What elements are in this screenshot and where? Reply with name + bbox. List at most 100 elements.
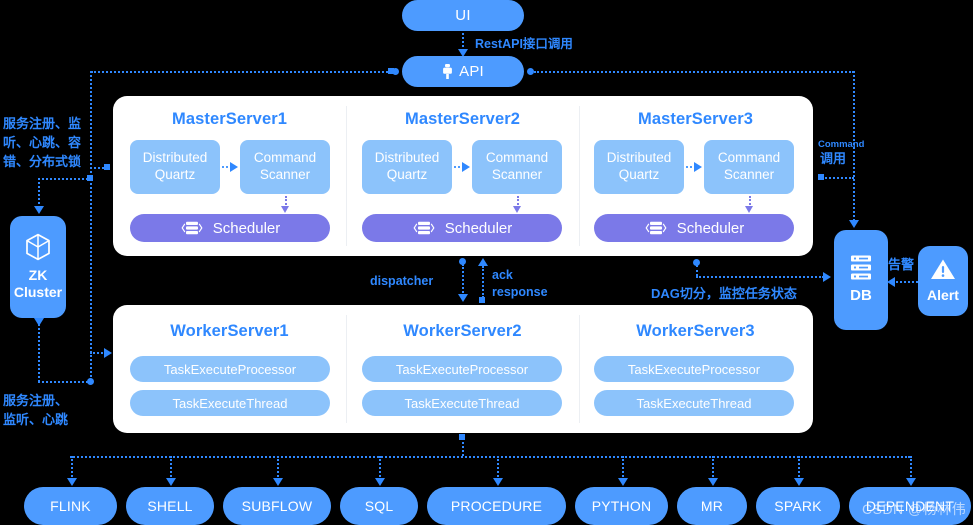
- task-type-sql[interactable]: SQL: [340, 487, 418, 525]
- task-drop-line-dependent: [910, 456, 912, 480]
- ack-line: [482, 266, 484, 298]
- command-en-label: Command: [818, 139, 865, 150]
- alert-node[interactable]: Alert: [918, 246, 968, 316]
- zk-bus-vertical: [90, 71, 92, 381]
- zk-to-worker-arrow: [104, 348, 112, 358]
- alert-to-db-line: [893, 281, 918, 283]
- ack-end-square: [479, 297, 485, 303]
- worker-3-task-execute-thread[interactable]: TaskExecuteThread: [594, 390, 794, 416]
- task-type-mr[interactable]: MR: [677, 487, 747, 525]
- task-drop-arrow-python: [617, 478, 628, 486]
- task-drop-line-sql: [379, 456, 381, 480]
- response-label: response: [492, 285, 548, 299]
- api-left-bus: [91, 71, 391, 73]
- master-server-2-title: MasterServer2: [404, 110, 521, 128]
- dag-start-dot: [693, 259, 700, 266]
- alert-label: Alert: [927, 286, 959, 303]
- command-branch-endpoint: [818, 174, 824, 180]
- api-node[interactable]: API: [402, 56, 524, 87]
- zk-in-branch-h: [38, 178, 92, 180]
- task-drop-line-spark: [798, 456, 800, 480]
- task-drop-line-subflow: [277, 456, 279, 480]
- task-drop-arrow-mr: [708, 478, 718, 486]
- server-stack-icon: [412, 221, 436, 235]
- master-2-command-scanner[interactable]: Command Scanner: [472, 140, 562, 194]
- cube-icon: [25, 233, 51, 261]
- master-3-scheduler[interactable]: Scheduler: [594, 214, 794, 242]
- task-drop-line-procedure: [496, 456, 499, 480]
- zk-note-bottom: 服务注册、 监听、心跳: [3, 393, 69, 427]
- api-to-db-vertical: [853, 71, 855, 221]
- ack-label: ack: [492, 268, 513, 282]
- restapi-label: RestAPI接口调用: [475, 37, 573, 51]
- worker-2-task-execute-thread[interactable]: TaskExecuteThread: [362, 390, 562, 416]
- dag-h: [696, 276, 824, 278]
- task-drop-arrow-sql: [375, 478, 385, 486]
- api-to-db-arrow: [849, 220, 859, 228]
- master-server-1-title: MasterServer1: [171, 110, 288, 128]
- task-drop-arrow-dependent: [906, 478, 916, 486]
- master-1-scheduler[interactable]: Scheduler: [130, 214, 330, 242]
- master-3-quartz-to-scanner-line: [686, 166, 696, 168]
- task-bus-horizontal: [70, 456, 910, 458]
- master-3-scheduler-label: Scheduler: [676, 219, 745, 237]
- task-type-shell[interactable]: SHELL: [126, 487, 214, 525]
- worker-1-task-execute-processor[interactable]: TaskExecuteProcessor: [130, 356, 330, 382]
- ui-node[interactable]: UI: [402, 0, 524, 31]
- zk-to-worker-h: [90, 352, 106, 354]
- task-type-subflow[interactable]: SUBFLOW: [223, 487, 331, 525]
- api-right-bus: [534, 71, 854, 73]
- master-3-command-scanner[interactable]: Command Scanner: [704, 140, 794, 194]
- master-1-distributed-quartz[interactable]: Distributed Quartz: [130, 140, 220, 194]
- master-1-quartz-to-scanner-line: [222, 166, 232, 168]
- ui-label: UI: [455, 7, 471, 24]
- worker-1-task-execute-thread[interactable]: TaskExecuteThread: [130, 390, 330, 416]
- task-drop-arrow-spark: [794, 478, 804, 486]
- task-type-spark[interactable]: SPARK: [756, 487, 840, 525]
- zk-out-arrow-top: [34, 318, 44, 326]
- task-drop-arrow-flink: [66, 478, 77, 486]
- warning-triangle-icon: [930, 258, 956, 281]
- master-3-distributed-quartz[interactable]: Distributed Quartz: [594, 140, 684, 194]
- worker-2-task-execute-processor[interactable]: TaskExecuteProcessor: [362, 356, 562, 382]
- master-divider-1: [346, 106, 347, 246]
- dag-arrow: [823, 272, 831, 282]
- server-stack-icon: [180, 221, 204, 235]
- task-drop-line-shell: [170, 456, 172, 480]
- task-type-dependent[interactable]: DEPENDENT: [849, 487, 971, 525]
- alert-to-db-arrow: [887, 277, 895, 287]
- zk-cluster-node[interactable]: ZK Cluster: [10, 216, 66, 318]
- dispatcher-label: dispatcher: [370, 274, 434, 288]
- server-stack-icon: [644, 221, 668, 235]
- task-drop-arrow-subflow: [273, 478, 283, 486]
- db-node[interactable]: DB: [834, 230, 888, 330]
- worker-divider-1: [346, 315, 347, 423]
- command-branch-line: [822, 177, 854, 179]
- zk-out-endpoint: [87, 378, 94, 385]
- task-type-flink[interactable]: FLINK: [24, 487, 117, 525]
- worker-server-2-title: WorkerServer2: [403, 322, 522, 340]
- zk-label-line1: ZK: [28, 266, 48, 283]
- master-1-quartz-to-scanner-arrow: [230, 162, 238, 172]
- dag-label: DAG切分，监控任务状态: [651, 286, 797, 301]
- database-icon: [848, 254, 874, 281]
- master-1-command-scanner[interactable]: Command Scanner: [240, 140, 330, 194]
- db-label: DB: [850, 287, 872, 305]
- alarm-label: 告警: [888, 257, 915, 272]
- master-2-scheduler[interactable]: Scheduler: [362, 214, 562, 242]
- api-left-dot: [392, 68, 399, 75]
- task-drop-line-flink: [70, 456, 73, 480]
- worker-server-3-title: WorkerServer3: [636, 322, 755, 340]
- worker-divider-2: [579, 315, 580, 423]
- master-3-scanner-to-sched-line: [749, 196, 751, 208]
- zk-label: ZK Cluster: [14, 267, 62, 301]
- worker-3-task-execute-processor[interactable]: TaskExecuteProcessor: [594, 356, 794, 382]
- zk-out-v: [38, 320, 40, 382]
- zk-out-h: [38, 381, 92, 383]
- master-3-scanner-to-sched-arrow: [745, 206, 753, 213]
- task-type-procedure[interactable]: PROCEDURE: [427, 487, 566, 525]
- task-type-python[interactable]: PYTHON: [575, 487, 668, 525]
- master-1-scanner-to-sched-line: [285, 196, 287, 208]
- master-2-distributed-quartz[interactable]: Distributed Quartz: [362, 140, 452, 194]
